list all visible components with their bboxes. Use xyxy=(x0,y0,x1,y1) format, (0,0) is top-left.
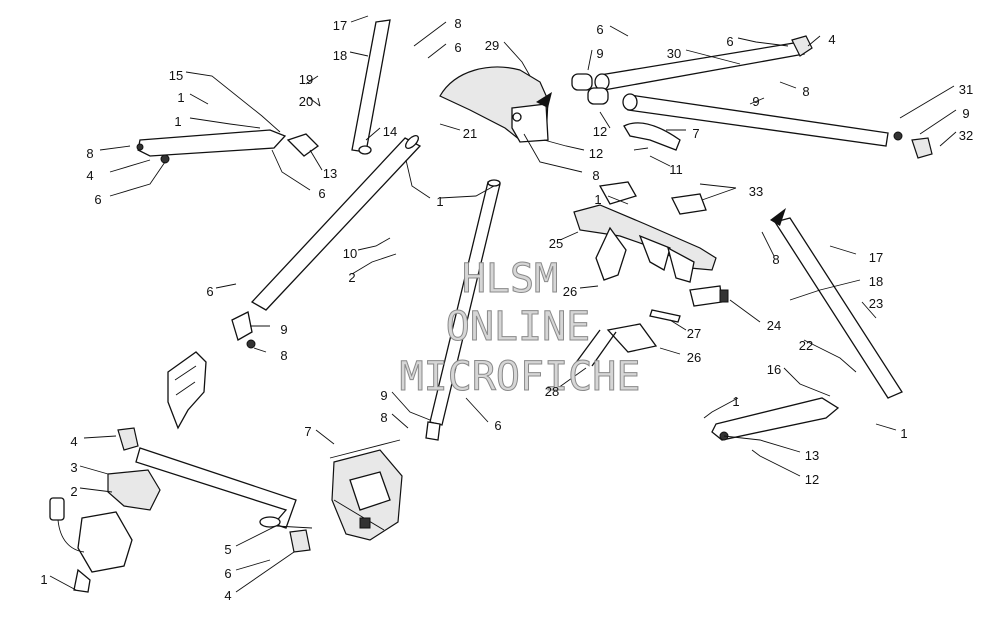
callout-number: 8 xyxy=(592,168,599,183)
callout-number: 11 xyxy=(669,162,683,177)
callout-number: 15 xyxy=(169,68,183,83)
callout-number: 5 xyxy=(224,542,231,557)
callout-number: 8 xyxy=(772,252,779,267)
callout-number: 30 xyxy=(667,46,681,61)
callout-number: 6 xyxy=(206,284,213,299)
callout-number: 21 xyxy=(463,126,477,141)
callout-number: 24 xyxy=(767,318,781,333)
callout-number: 6 xyxy=(318,186,325,201)
callout-number: 16 xyxy=(767,362,781,377)
leader-lines xyxy=(49,15,957,593)
callout-number: 1 xyxy=(174,114,181,129)
callout-number: 22 xyxy=(799,338,813,353)
callout-number: 9 xyxy=(380,388,387,403)
callout-number: 8 xyxy=(86,146,93,161)
callout-number: 6 xyxy=(94,192,101,207)
callout-number: 17 xyxy=(869,250,883,265)
watermark: HLSM ONLINE MICROFICHE xyxy=(399,256,641,401)
callout-number: 18 xyxy=(869,274,883,289)
callout-number: 25 xyxy=(549,236,563,251)
callout-number: 26 xyxy=(563,284,577,299)
callout-number: 32 xyxy=(959,128,973,143)
callout-number: 20 xyxy=(299,94,313,109)
watermark-line3: MICROFICHE xyxy=(400,354,641,400)
callout-number: 18 xyxy=(333,48,347,63)
callout-number: 26 xyxy=(687,350,701,365)
callout-number: 33 xyxy=(749,184,763,199)
parts-artwork xyxy=(49,19,933,593)
callout-number: 1 xyxy=(732,394,739,409)
callout-number: 4 xyxy=(828,32,835,47)
callout-number: 12 xyxy=(805,472,819,487)
callout-number: 13 xyxy=(805,448,819,463)
callout-number: 10 xyxy=(343,246,357,261)
callout-number: 31 xyxy=(959,82,973,97)
callout-number: 8 xyxy=(280,348,287,363)
callout-number: 1 xyxy=(436,194,443,209)
callout-number: 4 xyxy=(224,588,231,603)
callout-number: 4 xyxy=(86,168,93,183)
callout-number: 7 xyxy=(692,126,699,141)
callout-number: 1 xyxy=(40,572,47,587)
callout-number: 1 xyxy=(177,90,184,105)
callout-number: 14 xyxy=(383,124,397,139)
callout-number: 8 xyxy=(380,410,387,425)
callout-number: 23 xyxy=(869,296,883,311)
callout-number: 17 xyxy=(333,18,347,33)
callout-number: 2 xyxy=(70,484,77,499)
callout-number: 12 xyxy=(589,146,603,161)
callout-number: 2 xyxy=(348,270,355,285)
callout-number: 13 xyxy=(323,166,337,181)
callout-number: 1 xyxy=(900,426,907,441)
callout-number: 28 xyxy=(545,384,559,399)
callout-number: 7 xyxy=(304,424,311,439)
callout-number: 6 xyxy=(224,566,231,581)
callout-number: 9 xyxy=(280,322,287,337)
callout-number: 9 xyxy=(962,106,969,121)
callout-number: 6 xyxy=(454,40,461,55)
callout-number: 4 xyxy=(70,434,77,449)
watermark-line1: HLSM xyxy=(462,256,558,302)
callout-number: 9 xyxy=(596,46,603,61)
callout-number: 6 xyxy=(596,22,603,37)
callout-number: 29 xyxy=(485,38,499,53)
callout-number: 3 xyxy=(70,460,77,475)
callout-number: 8 xyxy=(454,16,461,31)
callout-number: 6 xyxy=(494,418,501,433)
callout-number: 27 xyxy=(687,326,701,341)
callout-number: 6 xyxy=(726,34,733,49)
watermark-line2: ONLINE xyxy=(446,304,591,350)
callout-number: 1 xyxy=(594,192,601,207)
callout-number: 8 xyxy=(802,84,809,99)
callout-number: 9 xyxy=(752,94,759,109)
callout-number: 12 xyxy=(593,124,607,139)
callout-number: 19 xyxy=(299,72,313,87)
